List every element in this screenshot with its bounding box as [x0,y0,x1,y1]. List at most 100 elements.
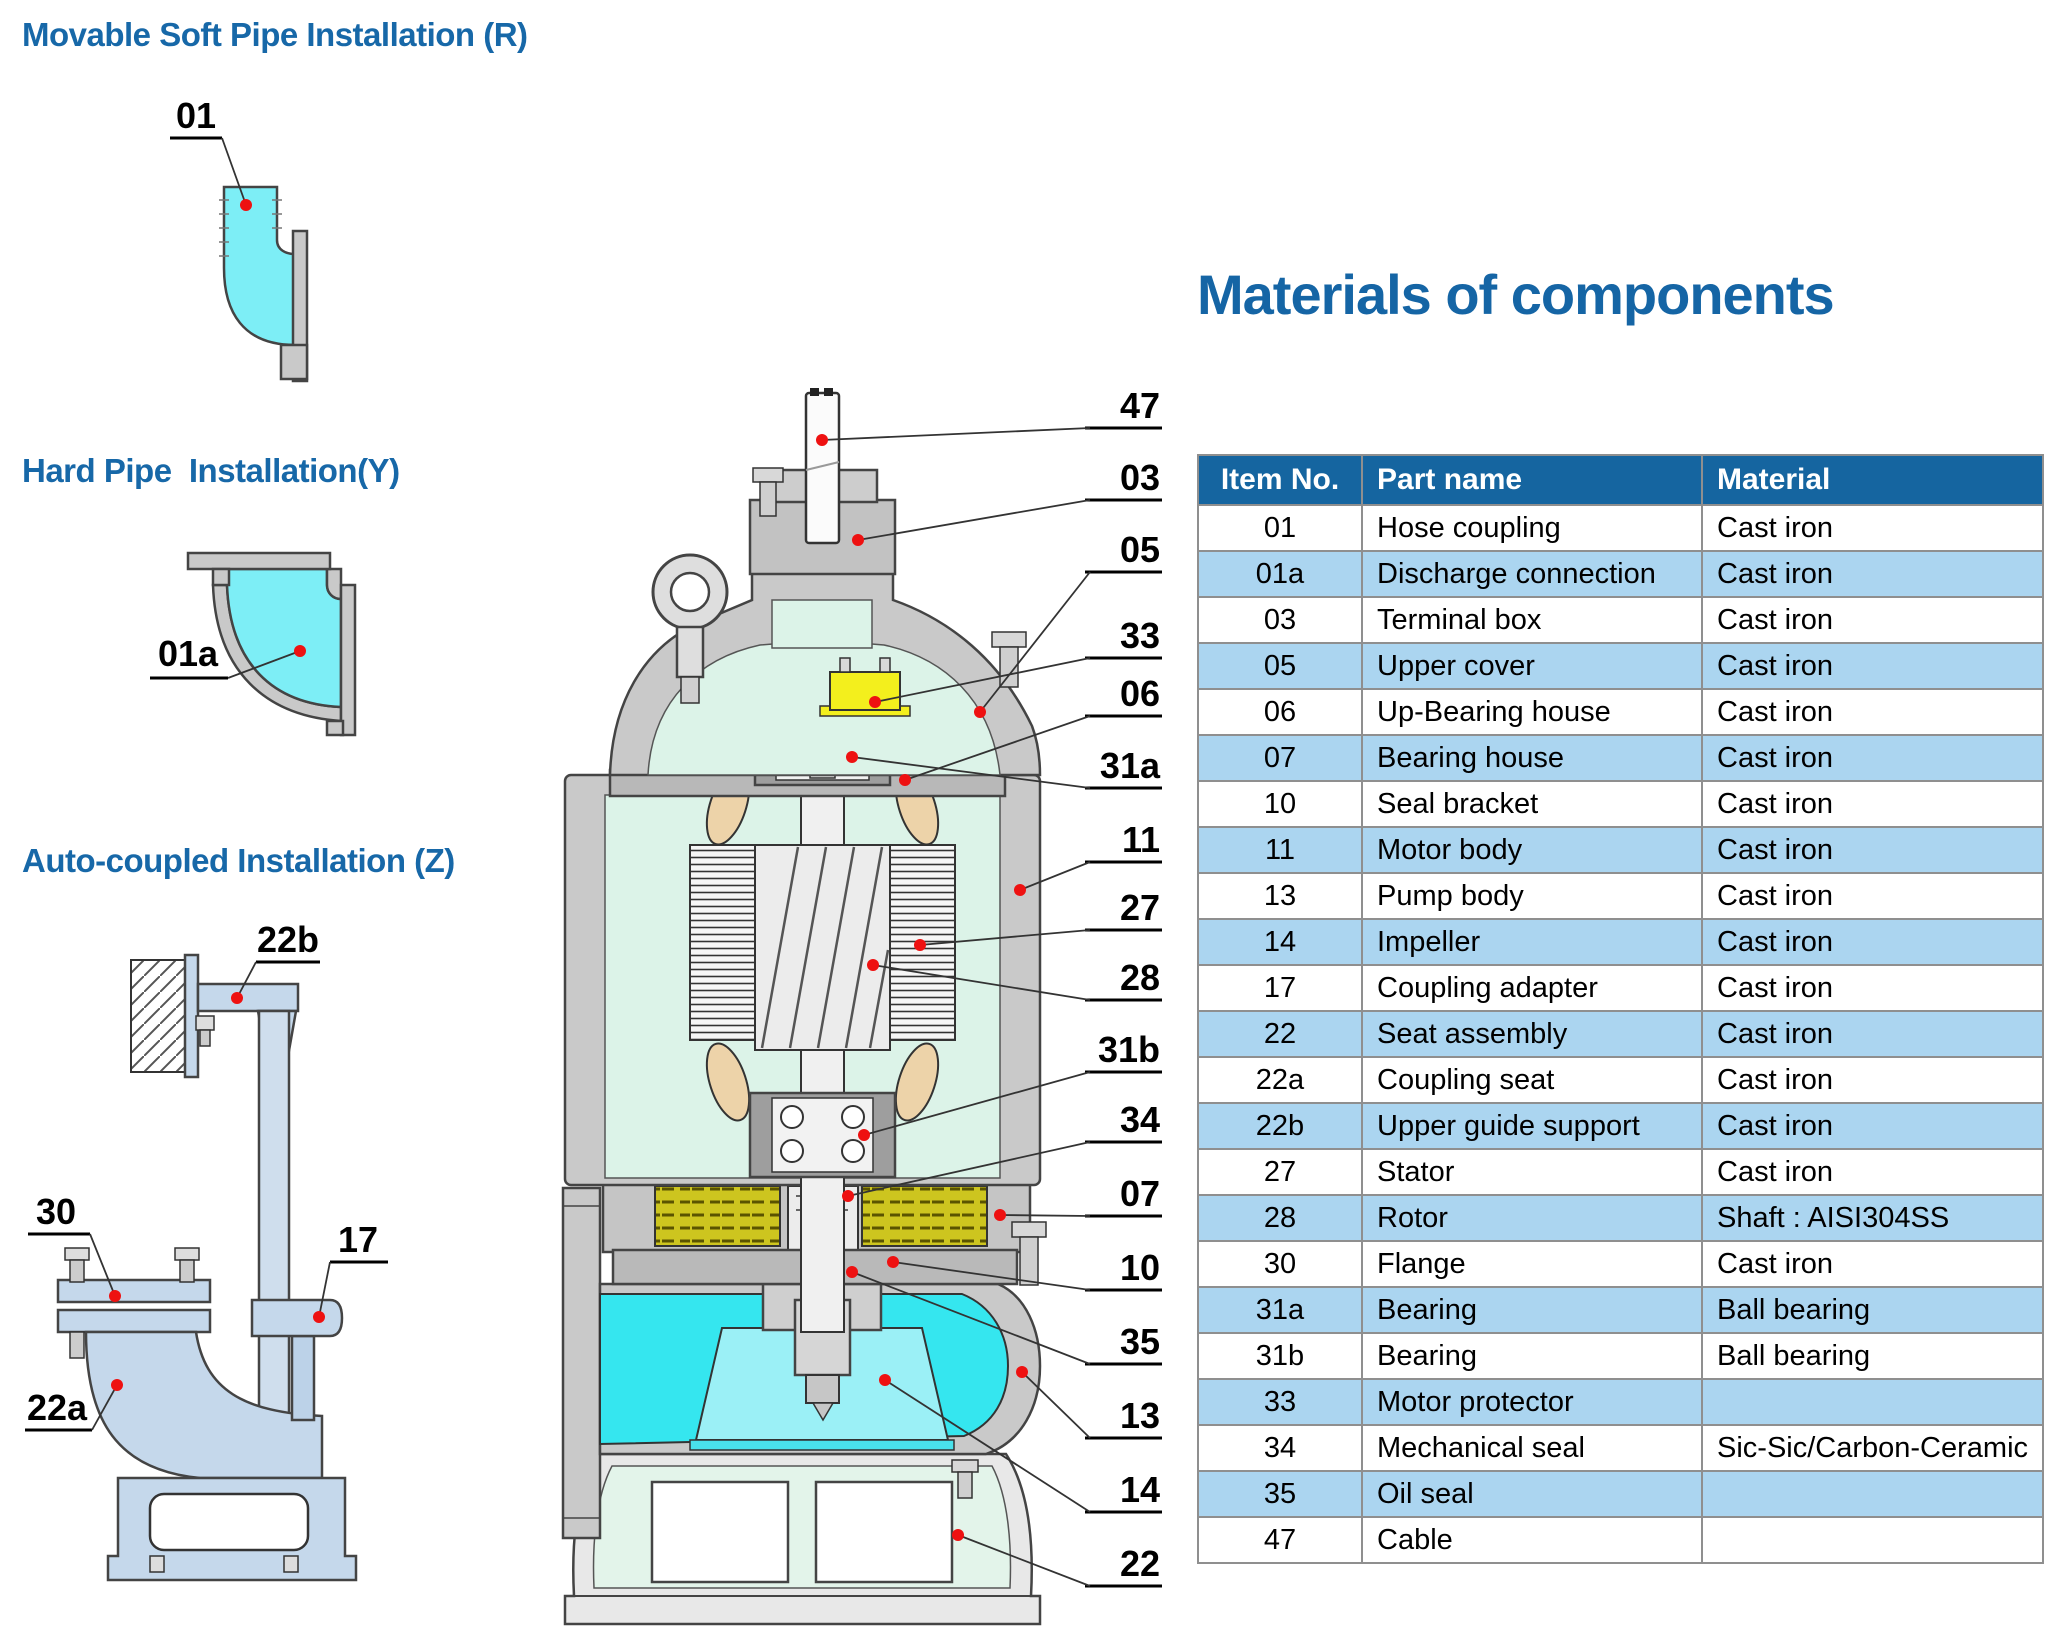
cell-part-name: Flange [1361,1240,1703,1288]
seat-window [650,1480,790,1584]
cell-item-no: 05 [1197,642,1363,690]
cell-part-name: Motor body [1361,826,1703,874]
callout-dot [887,1256,899,1268]
cell-item-no: 35 [1197,1470,1363,1518]
cable-wire-tip [824,388,833,396]
callout-dot [111,1379,123,1391]
cell-material: Cast iron [1701,504,2044,552]
hard-pipe-right-flange [339,583,357,737]
hook-plate [290,1334,316,1422]
seat-window [148,1492,310,1552]
cell-item-no: 31b [1197,1332,1363,1380]
callout-label: 28 [1120,957,1160,998]
coupling-adapter-hook [250,1298,344,1338]
cell-material: Cast iron [1701,872,2044,920]
callout-dot [952,1529,964,1541]
bolt [174,1247,200,1261]
cell-part-name: Upper cover [1361,642,1703,690]
lifting-eye-stem [675,625,705,679]
cell-item-no: 34 [1197,1424,1363,1472]
cell-item-no: 06 [1197,688,1363,736]
cell-part-name: Motor protector [1361,1378,1703,1426]
section-title-soft-pipe: Movable Soft Pipe Installation (R) [22,16,528,53]
upper-guide-support-arm [196,982,300,1013]
cell-material: Ball bearing [1701,1286,2044,1334]
callout-dot [240,199,252,211]
hose-coupling-body [222,185,297,347]
bearing-ball [780,1139,804,1163]
soft-pipe-foot [279,343,309,381]
bolt [179,1259,195,1283]
cell-material [1701,1378,2044,1426]
callout-label: 31b [1098,1029,1160,1070]
cell-part-name: Rotor [1361,1194,1703,1242]
cell-part-name: Coupling seat [1361,1056,1703,1104]
callout-label: 34 [1120,1099,1160,1140]
cell-item-no: 07 [1197,734,1363,782]
cell-item-no: 10 [1197,780,1363,828]
cell-material [1701,1516,2044,1564]
callout-dot [294,645,306,657]
hard-pipe-top-flange [186,551,332,571]
cell-material: Cast iron [1701,734,2044,782]
soft-pipe-diagram: 01 [170,95,309,383]
installation-and-pump-diagrams: 01 01a [25,95,1162,1626]
callout-dot [869,696,881,708]
bolt [680,676,700,704]
bolt [999,646,1019,688]
cell-part-name: Stator [1361,1148,1703,1196]
pump-callouts: 47 03 05 33 06 31a 11 27 28 31b 34 07 [816,385,1162,1588]
cell-part-name: Pump body [1361,872,1703,920]
cell-material: Ball bearing [1701,1332,2044,1380]
cell-item-no: 11 [1197,826,1363,874]
callout-dot [899,774,911,786]
cell-material: Cast iron [1701,1240,2044,1288]
hard-pipe-diagram: 01a [150,551,357,737]
auto-coupled-diagram: 22b 30 17 22a [25,919,388,1582]
cell-item-no: 30 [1197,1240,1363,1288]
hard-pipe-right-flange-tab [325,719,345,737]
callout-dot [914,939,926,951]
cell-part-name: Cable [1361,1516,1703,1564]
callout-label: 35 [1120,1321,1160,1362]
cell-material: Cast iron [1701,642,2044,690]
callout-dot [846,1266,858,1278]
winding-bottom-right [894,1042,940,1122]
callout-label: 22a [27,1387,88,1428]
callout-dot [867,959,879,971]
cell-item-no: 22b [1197,1102,1363,1150]
lifting-eye-hole [669,571,711,613]
bolt [283,1555,299,1573]
callout-label: 30 [36,1191,76,1232]
bolt [951,1459,979,1473]
hard-pipe-water [225,567,343,709]
callout-label: 33 [1120,615,1160,656]
cell-material: Cast iron [1701,1148,2044,1196]
callout-label: 27 [1120,887,1160,928]
table-header-row: Item No. Part name Material [1197,454,2044,506]
bolt [69,1331,85,1359]
bolt [759,481,777,517]
callout-label: 05 [1120,529,1160,570]
impeller-nut [805,1374,840,1404]
bolt [69,1259,85,1283]
callout-label: 11 [1122,819,1160,860]
cell-material: Cast iron [1701,918,2044,966]
callout-label: 14 [1120,1469,1160,1510]
cell-part-name: Bearing [1361,1286,1703,1334]
callout-label: 10 [1120,1247,1160,1288]
cell-item-no: 47 [1197,1516,1363,1564]
column-header-material: Material [1701,454,2044,506]
cell-material: Cast iron [1701,1102,2044,1150]
